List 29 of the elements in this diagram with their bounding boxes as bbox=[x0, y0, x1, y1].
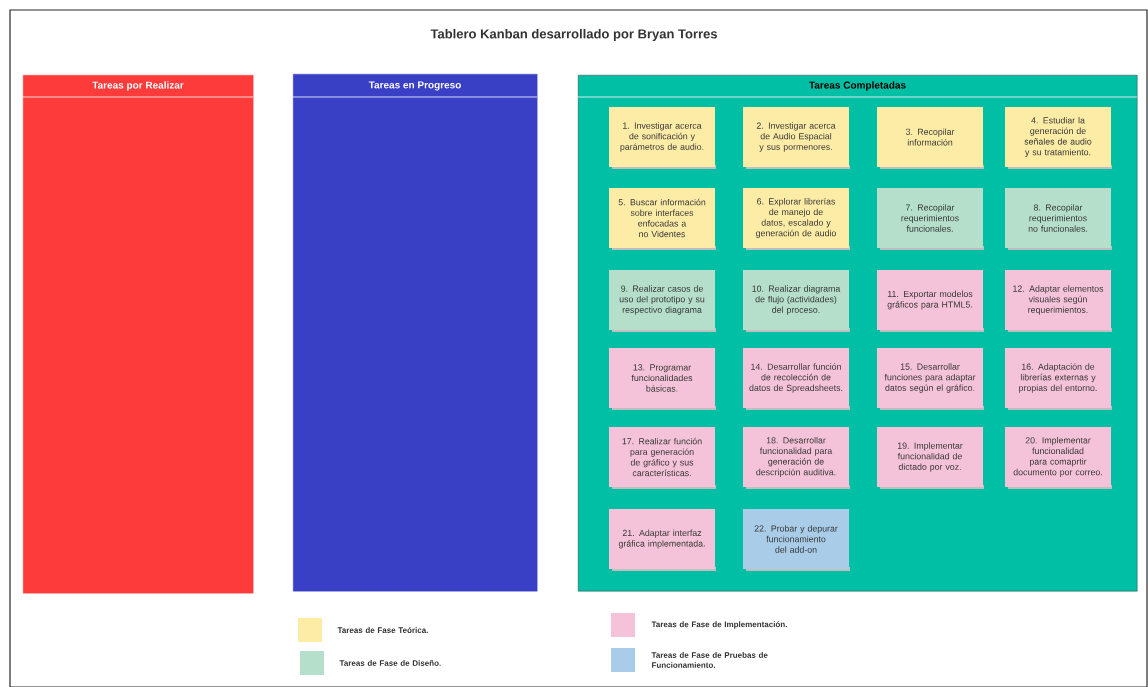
sticky-note: 7. Recopilar requerimientos funcionales. bbox=[877, 188, 984, 250]
sticky-note: 9. Realizar casos de uso del prototipo y su respectivo diagrama bbox=[609, 270, 716, 332]
sticky-note: 17. Realizar función para generación de gráfico y sus características. bbox=[609, 427, 716, 489]
sticky-note: 13. Programar funcionalidades básicas. bbox=[609, 348, 716, 410]
kanban-column: Tareas por Realizar bbox=[22, 75, 254, 594]
sticky-note: 18. Desarrollar funcionalidad para generación de descripción auditiva. bbox=[743, 427, 850, 489]
kanban-column: Tareas en Progreso bbox=[292, 74, 538, 592]
sticky-note: 22. Probar y depurar funcionamiento del add-on bbox=[743, 509, 850, 571]
legend-label: Tareas de Fase de Diseño. bbox=[339, 660, 441, 666]
sticky-note: 14. Desarrollar función de recolección de datos de Spreadsheets. bbox=[743, 348, 850, 410]
sticky-note: 20. Implementar funcionalidad para comaprtir documento por correo. bbox=[1005, 427, 1112, 489]
sticky-note: 5. Buscar información sobre interfaces enfocadas a no Videntes bbox=[609, 188, 716, 250]
sticky-note: 16. Adaptación de librerías externas y propias del entorno. bbox=[1005, 348, 1112, 410]
sticky-note: 4. Estudiar la generación de señales de audio y su tratamiento. bbox=[1005, 107, 1112, 169]
legend-label: Tareas de Fase de Implementación. bbox=[651, 621, 787, 629]
title: Tablero Kanban desarrollado por Bryan Torres bbox=[430, 28, 717, 42]
sticky-note: 8. Recopilar requerimientos no funcionales. bbox=[1005, 188, 1112, 250]
sticky-note: 3. Recopilar información bbox=[877, 107, 984, 169]
sticky-note: 15. Desarrollar funciones para adaptar datos según el gráfico. bbox=[877, 348, 984, 410]
sticky-note: 11. Exportar modelos gráficos para HTML5. bbox=[877, 270, 984, 332]
sticky-note: 21. Adaptar interfaz gráfica implementada. bbox=[609, 509, 716, 571]
sticky-note: 6. Explorar librerías de manejo de datos, escalado y generación de audio bbox=[743, 188, 850, 250]
sticky-note: 2. Investigar acerca de Audio Espacial y sus pormenores. bbox=[743, 107, 850, 169]
sticky-note: 1. Investigar acerca de sonificación y parámetros de audio. bbox=[609, 107, 716, 169]
sticky-note: 19. Implementar funcionalidad de dictado por voz. bbox=[877, 427, 984, 489]
legend-label: Tareas de Fase de Pruebas de Funcionamiento. bbox=[651, 652, 768, 668]
sticky-note: 10. Realizar diagrama de flujo (actividades) del proceso. bbox=[743, 270, 850, 332]
sticky-note: 12. Adaptar elementos visuales según requerimientos. bbox=[1005, 270, 1112, 332]
legend-label: Tareas de Fase Teórica. bbox=[337, 627, 428, 633]
